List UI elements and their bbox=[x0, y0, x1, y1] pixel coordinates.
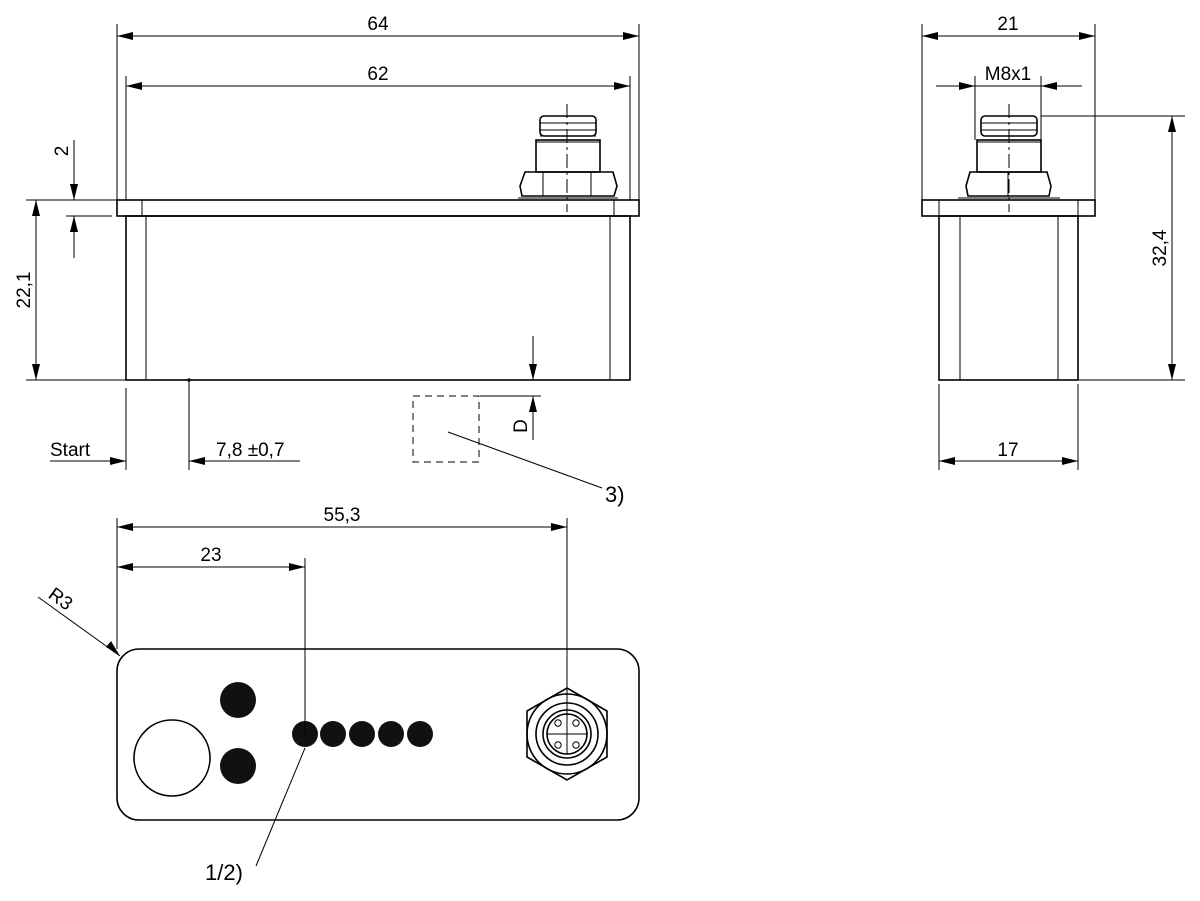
dim-64-label: 64 bbox=[367, 14, 389, 35]
led-3 bbox=[349, 721, 375, 747]
front-body bbox=[125, 215, 631, 381]
led-5 bbox=[407, 721, 433, 747]
led-4 bbox=[378, 721, 404, 747]
front-flange bbox=[116, 199, 640, 217]
dim-flange-thickness: 2 bbox=[26, 140, 117, 258]
dim-led-position: 23 bbox=[117, 545, 306, 734]
dim-23-label: 23 bbox=[200, 545, 221, 566]
dim-start-offset: Start 7,8 ±0,7 bbox=[50, 378, 300, 470]
callout-3: 3) bbox=[605, 482, 625, 507]
dim-62-label: 62 bbox=[367, 64, 388, 85]
dim-d-label: D bbox=[511, 419, 532, 433]
dim-21-label: 21 bbox=[997, 14, 1018, 35]
dim-detection-distance: D bbox=[480, 336, 541, 440]
dim-m8x1-label: M8x1 bbox=[985, 64, 1031, 85]
front-connector bbox=[535, 104, 601, 212]
callout-1-2: 1/2) bbox=[205, 860, 243, 885]
led-callout: 1/2) bbox=[205, 747, 306, 885]
dim-connector-position: 55,3 bbox=[116, 505, 568, 734]
dim-total-height: 32,4 bbox=[1041, 115, 1185, 381]
indicator-upper bbox=[220, 682, 256, 718]
side-connector bbox=[976, 104, 1042, 212]
dim-inner-length: 62 bbox=[125, 64, 631, 200]
dim-55-3-label: 55,3 bbox=[324, 505, 361, 526]
dim-body-height: 22,1 bbox=[14, 200, 126, 381]
side-view: 21 M8x1 32,4 17 bbox=[921, 14, 1185, 470]
lens-window bbox=[133, 719, 211, 797]
start-label: Start bbox=[50, 440, 91, 461]
dim-thread: M8x1 bbox=[936, 64, 1082, 140]
top-housing bbox=[116, 648, 640, 821]
side-body bbox=[938, 215, 1079, 381]
dim-body-width: 17 bbox=[938, 384, 1079, 470]
dim-corner-radius: R3 bbox=[37, 584, 121, 657]
dim-22-1-label: 22,1 bbox=[14, 272, 35, 309]
target-area: 3) bbox=[412, 395, 625, 507]
front-view: 64 62 2 22,1 bbox=[14, 14, 640, 507]
dim-2-label: 2 bbox=[52, 146, 73, 157]
indicator-lower bbox=[220, 748, 256, 784]
dim-overall-length: 64 bbox=[116, 14, 640, 200]
dim-side-width: 21 bbox=[921, 14, 1096, 200]
dim-r3-label: R3 bbox=[44, 584, 76, 615]
led-row bbox=[292, 721, 433, 747]
dim-7-8-label: 7,8 ±0,7 bbox=[216, 440, 285, 461]
front-connector-nut bbox=[518, 171, 618, 199]
top-view: 55,3 23 R3 1/2) bbox=[37, 505, 640, 885]
dim-32-4-label: 32,4 bbox=[1150, 229, 1171, 266]
dim-17-label: 17 bbox=[997, 440, 1018, 461]
led-2 bbox=[320, 721, 346, 747]
